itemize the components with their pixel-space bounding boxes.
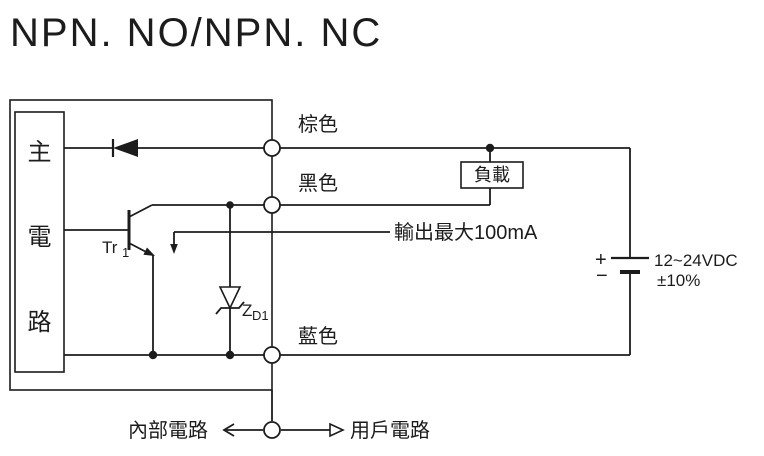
- diagram-title: NPN. NO/NPN. NC: [10, 11, 382, 55]
- brown-wire: 棕色: [64, 113, 630, 157]
- main-circuit-char-2: 電: [28, 224, 52, 251]
- tolerance-label: ±10%: [657, 271, 700, 290]
- transistor-label: Tr: [102, 238, 118, 257]
- terminal-blue: [263, 346, 281, 364]
- outer-enclosure-box: [9, 99, 273, 391]
- load-box: [460, 161, 524, 189]
- output-note: 輸出最大100mA: [170, 221, 538, 254]
- npn-transistor: Tr 1: [64, 204, 158, 360]
- note-arrow-icon: [170, 244, 178, 254]
- power-supply: + − 12~24VDC ±10%: [595, 148, 738, 355]
- main-circuit-char-3: 路: [28, 309, 52, 336]
- zener-label: Z: [242, 301, 252, 320]
- load: 負載: [460, 148, 524, 205]
- user-circuit-label: 用戶電路: [350, 419, 430, 442]
- main-circuit-box: [14, 111, 65, 373]
- terminal-brown: [263, 139, 281, 157]
- zener-triangle-icon: [218, 286, 242, 310]
- sensor-enclosure: 主 電 路: [9, 99, 273, 391]
- blue-wire: 藍色: [64, 325, 630, 356]
- terminals: [263, 139, 281, 439]
- terminal-boundary: [263, 421, 281, 439]
- transistor-label-sub: 1: [122, 245, 129, 260]
- load-label: 負載: [474, 165, 510, 185]
- battery-plus-label: +: [595, 249, 607, 271]
- internal-circuit-label: 內部電路: [128, 419, 208, 442]
- circuit-boundary: 內部電路 用戶電路: [128, 390, 430, 442]
- user-arrow-icon: [329, 422, 345, 438]
- transistor-collector-lead: [128, 204, 153, 218]
- internal-arrow-icon: [222, 423, 235, 437]
- protection-diode-icon: [113, 139, 138, 157]
- battery-minus-label: −: [596, 265, 608, 287]
- output-note-text: 輸出最大100mA: [394, 221, 538, 244]
- zener-bar-icon: [215, 301, 245, 315]
- blue-wire-label: 藍色: [298, 325, 338, 348]
- emitter-arrow-icon: [143, 247, 155, 256]
- terminal-black: [263, 196, 281, 214]
- black-wire-label: 黑色: [298, 172, 338, 195]
- voltage-label: 12~24VDC: [654, 251, 738, 270]
- zener-diode: Z D1: [215, 205, 269, 360]
- brown-wire-label: 棕色: [298, 113, 338, 136]
- black-wire: 黑色: [152, 172, 490, 209]
- main-circuit-char-1: 主: [28, 139, 52, 166]
- zener-label-sub: D1: [252, 308, 269, 323]
